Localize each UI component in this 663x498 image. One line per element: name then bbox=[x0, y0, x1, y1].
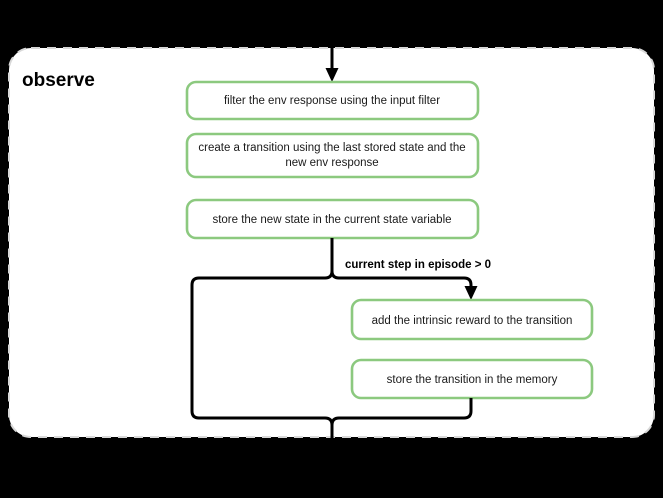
bypass-branch-edge bbox=[190, 270, 334, 426]
node-label-create-transition-line1: create a transition using the last store… bbox=[198, 142, 465, 154]
node-label-add-intrinsic-reward: add the intrinsic reward to the transiti… bbox=[372, 315, 573, 327]
condition-branch-edge bbox=[330, 270, 473, 292]
node-label-store-new-state: store the new state in the current state… bbox=[212, 214, 451, 226]
node-label-filter-env-response: filter the env response using the input … bbox=[224, 95, 440, 107]
edge-label-condition: current step in episode > 0 bbox=[345, 259, 491, 271]
condition-arrow-head bbox=[464, 286, 478, 300]
right-branch-return-edge bbox=[330, 398, 473, 426]
node-add-intrinsic-reward[interactable] bbox=[350, 298, 594, 341]
node-label-store-transition-memory: store the transition in the memory bbox=[387, 374, 558, 386]
entry-arrow-head bbox=[325, 68, 339, 82]
node-filter-env-response[interactable] bbox=[185, 80, 480, 121]
group-title-observe: observe bbox=[22, 70, 95, 91]
node-create-transition[interactable] bbox=[185, 132, 480, 179]
node-label-create-transition-line2: new env response bbox=[285, 157, 378, 169]
